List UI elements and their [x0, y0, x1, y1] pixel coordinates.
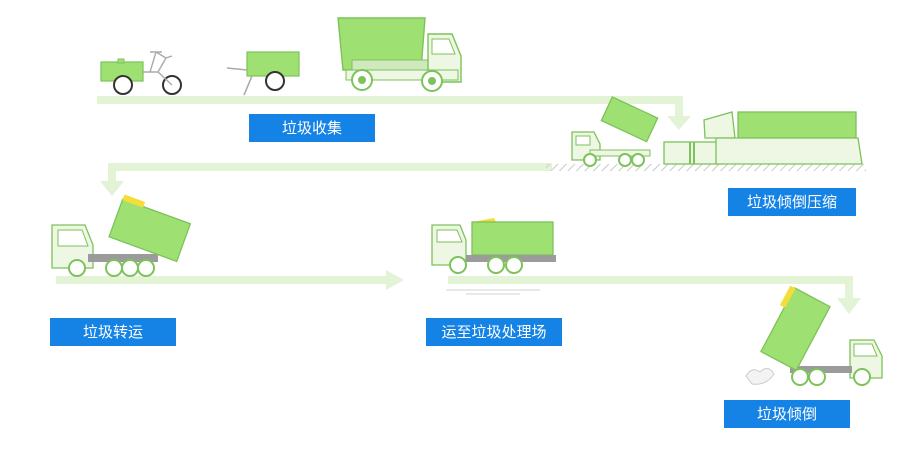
step-label-collection: 垃圾收集 [249, 114, 375, 142]
flow-arrow-return [100, 163, 552, 196]
dumping-truck-icon [745, 285, 883, 386]
flow-arrow-collection [97, 96, 691, 130]
flow-arrow-to-dump [448, 276, 861, 314]
step-label-transfer: 垃圾转运 [50, 318, 176, 346]
step-label-to-disposal: 运至垃圾处理场 [426, 318, 562, 346]
compactor-station-icon [663, 111, 863, 165]
step-label-dumping: 垃圾倾倒 [724, 400, 850, 428]
hooklift-truck-loading-icon [51, 194, 192, 277]
dump-truck-icon [337, 17, 462, 92]
container-truck-icon [431, 218, 556, 295]
tipping-truck-icon [571, 96, 659, 167]
ground-hatch [546, 164, 866, 171]
hand-cart-icon [226, 51, 300, 96]
step-label-compression: 垃圾倾倒压缩 [728, 188, 856, 216]
flow-arrow-transfer [56, 270, 404, 290]
tricycle-cart-icon [100, 51, 182, 95]
